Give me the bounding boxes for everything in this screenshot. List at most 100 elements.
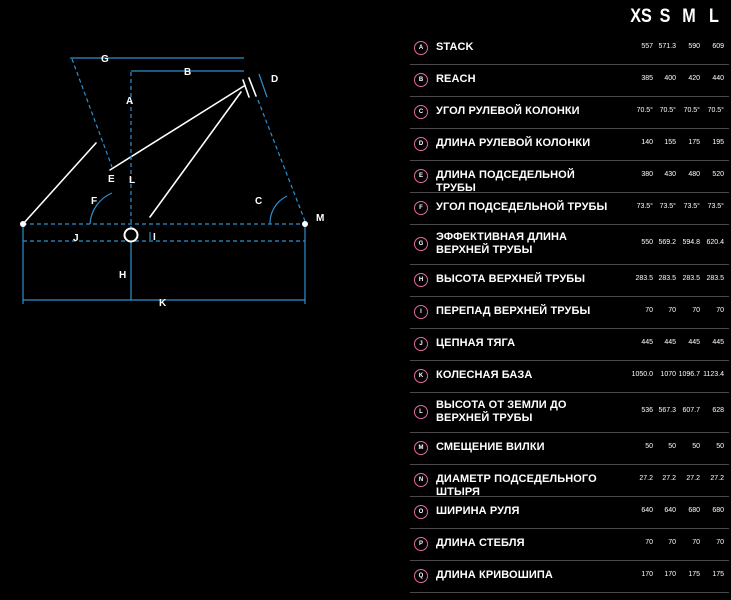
row-value-l: 283.5 — [706, 275, 724, 282]
row-value-xs: 27.2 — [639, 475, 653, 482]
angle-f-arc — [89, 192, 113, 225]
row-value-s: 400 — [664, 75, 676, 82]
row-label: УГОЛ РУЛЕВОЙ КОЛОНКИ — [436, 105, 580, 117]
row-code-badge: F — [414, 201, 428, 215]
row-label: СМЕЩЕНИЕ ВИЛКИ — [436, 441, 545, 453]
row-code-badge: G — [414, 237, 428, 251]
row-label: ЦЕПНАЯ ТЯГА — [436, 337, 516, 349]
geometry-row: L ВЫСОТА ОТ ЗЕМЛИ ДО ВЕРХНЕЙ ТРУБЫ 536 567.… — [410, 392, 729, 433]
dimension-labels: G B A D E L F C M J I H K — [73, 54, 324, 309]
geometry-row: F УГОЛ ПОДСЕДЕЛЬНОЙ ТРУБЫ 73.5° 73.5° 73.5° 7… — [410, 192, 729, 225]
frame-tubes — [22, 77, 257, 225]
row-label: КОЛЕСНАЯ БАЗА — [436, 369, 533, 381]
dim-label-e: E — [108, 174, 115, 185]
rear-axle — [20, 221, 26, 227]
size-header-s: S — [659, 6, 671, 27]
row-value-s: 567.3 — [658, 407, 676, 414]
dim-label-k: K — [159, 298, 167, 309]
row-value-s: 50 — [668, 443, 676, 450]
row-label: STACK — [436, 41, 474, 53]
row-label: ЭФФЕКТИВНАЯ ДЛИНА ВЕРХНЕЙ ТРУБЫ — [436, 231, 568, 256]
row-value-m: 680 — [688, 507, 700, 514]
row-value-s: 70 — [668, 539, 676, 546]
row-value-xs: 170 — [641, 571, 653, 578]
row-value-xs: 50 — [645, 443, 653, 450]
row-code-badge: I — [414, 305, 428, 319]
row-value-s: 283.5 — [658, 275, 676, 282]
geometry-row: N ДИАМЕТР ПОДСЕДЕЛЬНОГО ШТЫРЯ 27.2 27.2 27.2… — [410, 464, 729, 498]
row-value-m: 50 — [692, 443, 700, 450]
row-value-m: 175 — [688, 571, 700, 578]
row-label: REACH — [436, 73, 476, 85]
row-code-badge: A — [414, 41, 428, 55]
row-value-xs: 385 — [641, 75, 653, 82]
row-value-s: 155 — [664, 139, 676, 146]
row-value-s: 1070 — [660, 371, 676, 378]
row-value-l: 628 — [712, 407, 724, 414]
row-value-xs: 550 — [641, 239, 653, 246]
dim-label-d: D — [271, 74, 278, 85]
row-value-l: 680 — [712, 507, 724, 514]
row-label: УГОЛ ПОДСЕДЕЛЬНОЙ ТРУБЫ — [436, 201, 608, 213]
row-label: ПЕРЕПАД ВЕРХНЕЙ ТРУБЫ — [436, 305, 591, 317]
row-value-xs: 73.5° — [636, 203, 653, 210]
row-value-l: 27.2 — [710, 475, 724, 482]
row-value-s: 445 — [664, 339, 676, 346]
row-value-xs: 70 — [645, 307, 653, 314]
row-label: ВЫСОТА ОТ ЗЕМЛИ ДО ВЕРХНЕЙ ТРУБЫ — [436, 399, 567, 424]
row-label: ДЛИНА РУЛЕВОЙ КОЛОНКИ — [436, 137, 591, 149]
row-value-m: 70 — [692, 539, 700, 546]
row-value-s: 70.5° — [659, 107, 676, 114]
row-label: ДИАМЕТР ПОДСЕДЕЛЬНОГО ШТЫРЯ — [436, 473, 597, 498]
row-code-badge: H — [414, 273, 428, 287]
row-value-xs: 557 — [641, 43, 653, 50]
down-tube — [149, 91, 242, 218]
row-code-badge: L — [414, 405, 428, 419]
head-tube-left — [242, 79, 250, 98]
row-value-l: 70 — [716, 307, 724, 314]
row-value-l: 1123.4 — [703, 371, 724, 378]
row-label: ШИРИНА РУЛЯ — [436, 505, 520, 517]
size-header-l: L — [709, 6, 719, 27]
row-label: ВЫСОТА ВЕРХНЕЙ ТРУБЫ — [436, 273, 586, 285]
dim-label-i: I — [153, 232, 156, 243]
row-value-xs: 445 — [641, 339, 653, 346]
dim-label-m: M — [316, 213, 324, 224]
dim-label-j: J — [73, 233, 79, 244]
row-value-m: 27.2 — [686, 475, 700, 482]
row-label: ДЛИНА ПОДСЕДЕЛЬНОЙ ТРУБЫ — [436, 169, 575, 194]
row-value-xs: 536 — [641, 407, 653, 414]
row-value-s: 70 — [668, 307, 676, 314]
row-value-xs: 70.5° — [636, 107, 653, 114]
dim-d-line — [258, 73, 268, 98]
dim-label-f: F — [91, 196, 97, 207]
row-value-l: 195 — [712, 139, 724, 146]
row-value-s: 73.5° — [659, 203, 676, 210]
row-value-m: 607.7 — [682, 407, 700, 414]
row-value-l: 520 — [712, 171, 724, 178]
row-code-badge: Q — [414, 569, 428, 583]
row-code-badge: M — [414, 441, 428, 455]
head-tube-right — [248, 77, 257, 97]
top-tube — [109, 85, 245, 171]
row-code-badge: O — [414, 505, 428, 519]
row-value-xs: 283.5 — [635, 275, 653, 282]
row-value-m: 73.5° — [683, 203, 700, 210]
row-value-xs: 140 — [641, 139, 653, 146]
seat-stay — [22, 142, 97, 225]
row-value-l: 620.4 — [706, 239, 724, 246]
row-code-badge: N — [414, 473, 428, 487]
front-axle — [302, 221, 308, 227]
dim-g-slant — [71, 58, 113, 168]
dim-label-a: A — [126, 96, 133, 107]
row-value-l: 73.5° — [707, 203, 724, 210]
